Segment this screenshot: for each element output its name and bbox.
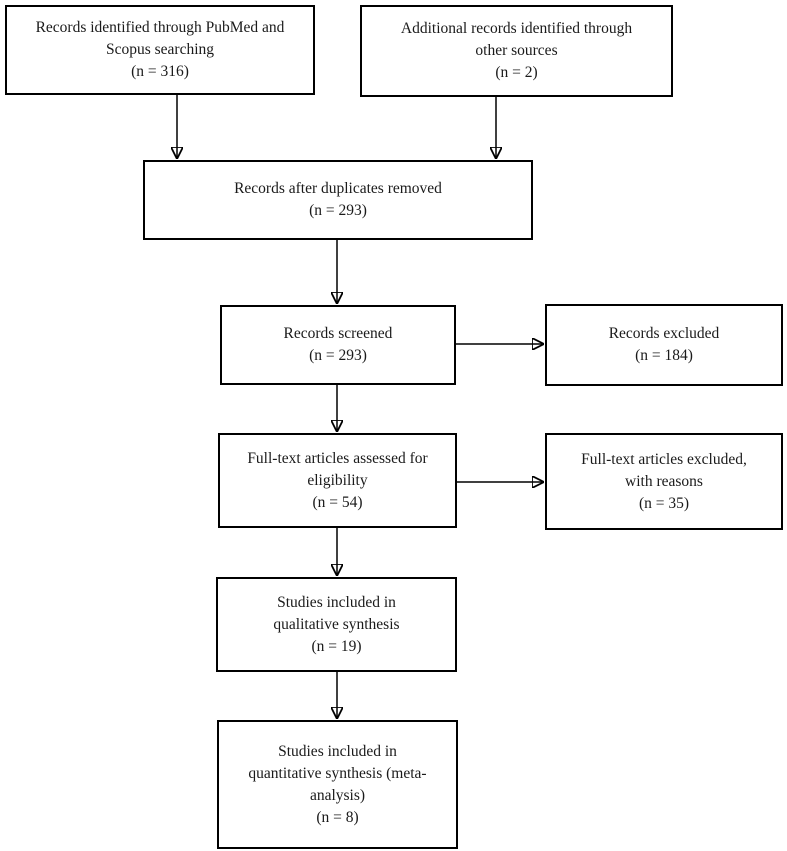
node-records-identified-text: Records identified through PubMed and Sc… <box>35 19 285 80</box>
node-fulltext-excluded: Full-text articles excluded, with reason… <box>545 433 783 530</box>
node-records-screened: Records screened (n = 293) <box>220 305 456 385</box>
node-duplicates-removed: Records after duplicates removed (n = 29… <box>143 160 533 240</box>
node-additional-records: Additional records identified through ot… <box>360 5 673 97</box>
node-records-identified: Records identified through PubMed and Sc… <box>5 5 315 95</box>
node-qualitative-synthesis: Studies included in qualitative synthesi… <box>216 577 457 672</box>
node-fulltext-assessed-text: Full-text articles assessed for eligibil… <box>247 449 428 511</box>
node-additional-records-text: Additional records identified through ot… <box>400 20 633 81</box>
node-records-screened-text: Records screened (n = 293) <box>283 325 393 364</box>
node-records-excluded-text: Records excluded (n = 184) <box>608 325 720 364</box>
node-fulltext-assessed: Full-text articles assessed for eligibil… <box>218 433 457 528</box>
node-fulltext-excluded-text: Full-text articles excluded, with reason… <box>581 450 747 512</box>
node-quantitative-synthesis: Studies included in quantitative synthes… <box>217 720 458 849</box>
node-qualitative-synthesis-text: Studies included in qualitative synthesi… <box>273 593 400 655</box>
node-quantitative-synthesis-text: Studies included in quantitative synthes… <box>248 742 427 826</box>
node-duplicates-removed-text: Records after duplicates removed (n = 29… <box>234 180 442 219</box>
node-records-excluded: Records excluded (n = 184) <box>545 304 783 386</box>
